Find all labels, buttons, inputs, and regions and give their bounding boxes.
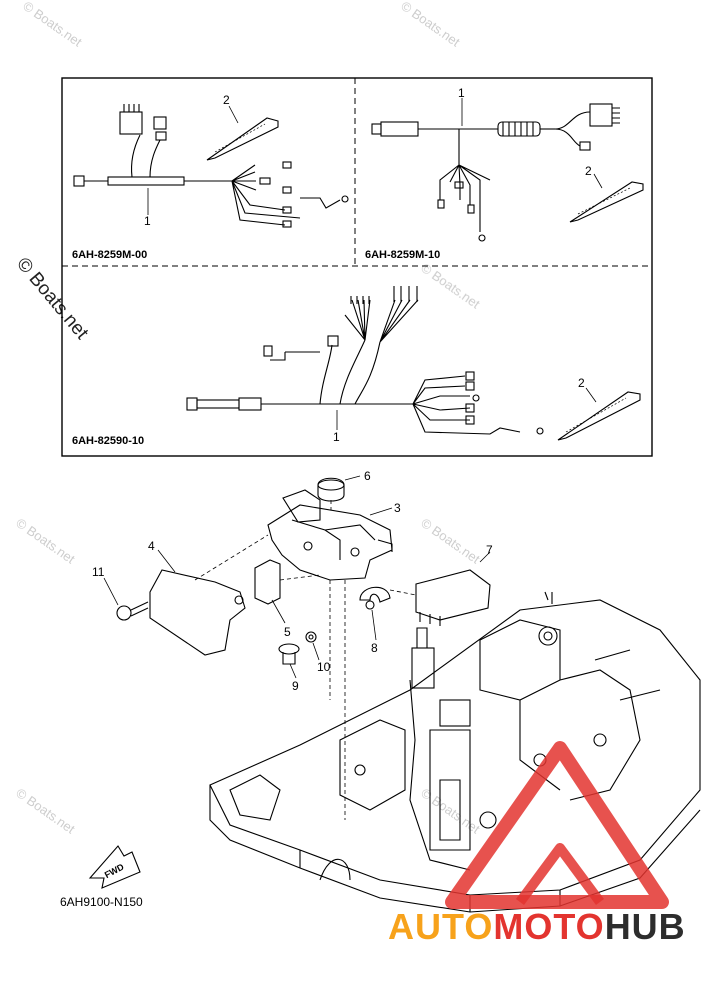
cable-tie-icon xyxy=(206,117,279,161)
brand-moto: MOTO xyxy=(493,906,605,947)
engine-block-icon xyxy=(209,591,701,913)
cable-tie-icon xyxy=(557,391,641,441)
clip-8-icon xyxy=(359,586,391,610)
watermark: © Boats.net xyxy=(20,0,85,50)
callout-4: 4 xyxy=(148,539,155,553)
callout-2: 2 xyxy=(578,376,585,390)
cable-tie-icon xyxy=(569,181,644,223)
brand-hub: HUB xyxy=(604,906,686,947)
watermark: © Boats.net xyxy=(398,0,463,50)
watermark: © Boats.net xyxy=(418,785,483,837)
diagram-code: 6AH9100-N150 xyxy=(60,895,143,909)
watermark: © Boats.net xyxy=(418,260,483,312)
grommet-6-icon xyxy=(317,477,345,502)
part-code-6ah-8259m-10: 6AH-8259M-10 xyxy=(365,249,440,261)
callout-9: 9 xyxy=(292,679,299,693)
panel-bottom xyxy=(186,286,641,441)
connector-7-icon xyxy=(415,569,491,626)
assembly-drawing xyxy=(103,475,701,913)
wire-harness-icon xyxy=(371,103,620,242)
callout-2: 2 xyxy=(223,93,230,107)
cover-4-icon xyxy=(149,569,246,656)
watermark: © Boats.net xyxy=(13,785,78,837)
part-code-6ah-82590-10: 6AH-82590-10 xyxy=(72,435,144,447)
callout-1: 1 xyxy=(144,214,151,228)
assembly-leaders xyxy=(194,500,417,820)
brand-wordmark: AUTOMOTOHUB xyxy=(388,906,686,948)
watermark: © Boats.net xyxy=(418,515,483,567)
watermark: © Boats.net xyxy=(13,515,78,567)
callout-2: 2 xyxy=(585,164,592,178)
washer-10-icon xyxy=(305,631,317,643)
wire-harness-icon xyxy=(186,286,544,435)
wire-harness-icon xyxy=(73,104,349,228)
callout-11: 11 xyxy=(92,565,105,579)
plate-5-icon xyxy=(254,559,281,605)
fwd-arrow-icon: FWD xyxy=(88,845,141,889)
callout-8: 8 xyxy=(371,641,378,655)
callout-leaders xyxy=(103,475,491,679)
callout-6: 6 xyxy=(364,469,371,483)
bolt-9-icon xyxy=(278,643,300,665)
kit-frame xyxy=(61,77,653,457)
watermark-large: © Boats.net xyxy=(12,254,93,344)
callout-5: 5 xyxy=(284,625,291,639)
bracket-3-icon xyxy=(267,489,393,581)
callout-10: 10 xyxy=(317,660,331,674)
bolt-11-icon xyxy=(116,601,149,621)
panel-top-left xyxy=(73,104,349,228)
callout-3: 3 xyxy=(394,501,401,515)
callout-1: 1 xyxy=(333,430,340,444)
panel-top-right xyxy=(371,98,644,242)
part-code-6ah-8259m-00: 6AH-8259M-00 xyxy=(72,249,147,261)
brand-triangle-icon xyxy=(445,741,669,909)
callout-7: 7 xyxy=(486,543,493,557)
callout-1: 1 xyxy=(458,86,465,100)
brand-auto: AUTO xyxy=(388,906,494,947)
